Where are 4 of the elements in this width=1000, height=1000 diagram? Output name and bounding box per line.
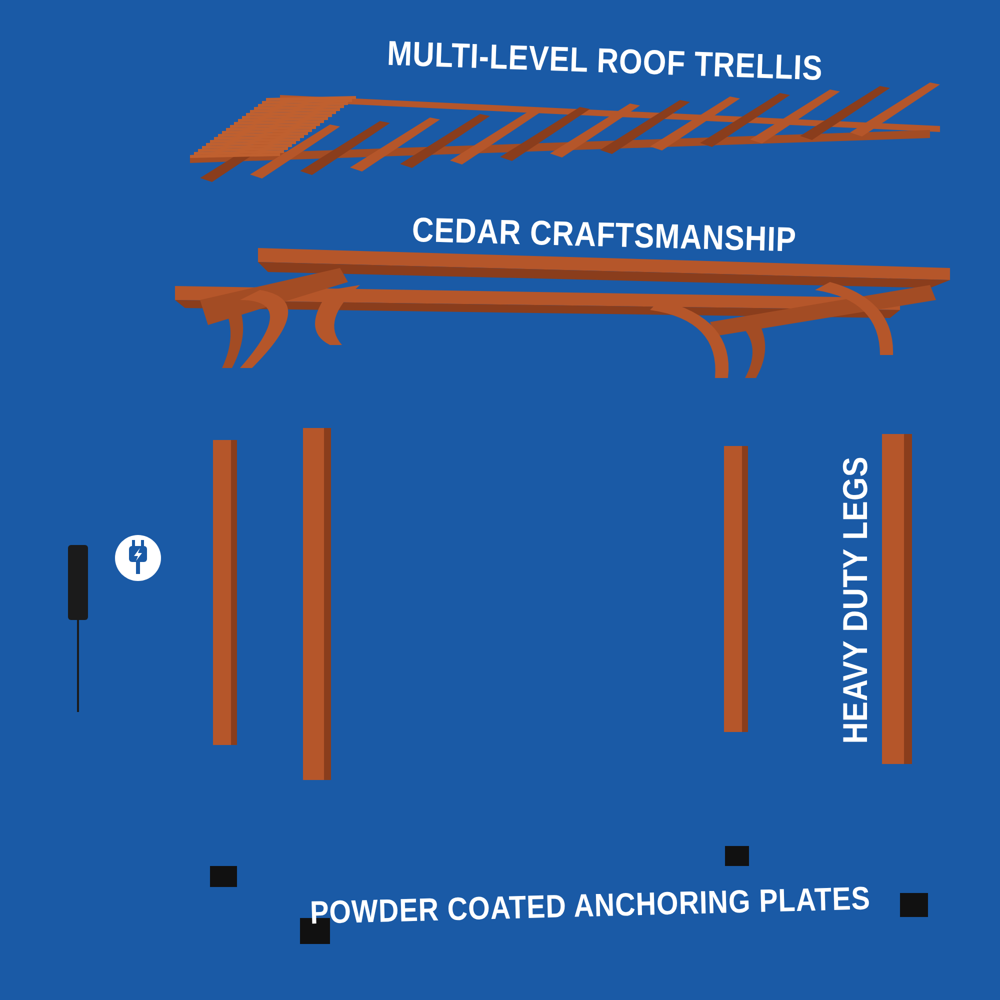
part-label: HEAVY DUTY LEGS <box>837 456 876 744</box>
part-label: MULTI-LEVEL ROOF TRELLIS <box>386 34 824 90</box>
part-label: CEDAR CRAFTSMANSHIP <box>411 211 796 261</box>
part-label: POWDER COATED ANCHORING PLATES <box>310 880 871 932</box>
